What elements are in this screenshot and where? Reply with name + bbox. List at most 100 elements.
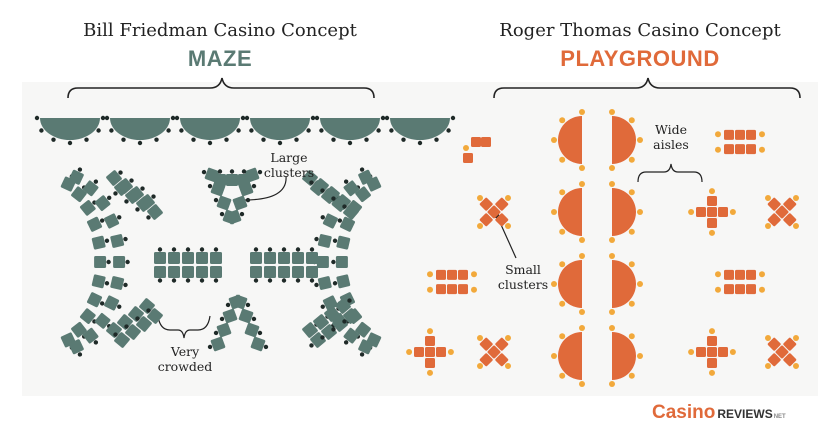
slot-machine <box>317 276 332 290</box>
game-machine <box>767 337 781 351</box>
machine-seat <box>314 282 319 288</box>
maze-machine <box>232 195 251 211</box>
machine-chair <box>729 209 736 215</box>
half-round-table <box>110 118 170 140</box>
maze-machine <box>306 266 318 283</box>
machine-seat <box>331 196 336 201</box>
slot-machine <box>316 256 329 268</box>
half-round-table <box>40 118 100 140</box>
table-seat <box>174 115 180 121</box>
machine-chair <box>759 131 765 138</box>
slot-machine <box>336 274 351 289</box>
machine-chair <box>476 334 483 341</box>
table-seat <box>166 128 171 133</box>
maze-machine <box>110 234 128 248</box>
left-title: Bill Friedman Casino Concept <box>83 20 357 41</box>
maze-machine <box>314 276 332 290</box>
table-seat <box>121 137 126 142</box>
machine-chair <box>709 188 715 195</box>
slot-machine <box>302 322 318 338</box>
maze-machine <box>154 247 166 264</box>
machine-chair <box>447 349 454 355</box>
machine-chair <box>471 271 477 278</box>
maze-machine <box>82 327 99 345</box>
machine-seat <box>267 247 273 252</box>
machine-seat <box>123 282 128 288</box>
table-seat <box>319 128 324 133</box>
machine-chair <box>609 381 615 387</box>
game-machine <box>746 129 756 140</box>
machine-chair <box>551 281 557 287</box>
slot-machine <box>104 295 120 311</box>
game-machine <box>495 213 509 227</box>
machine-seat <box>213 197 219 203</box>
playground-table-left-1 <box>551 109 585 171</box>
game-machine <box>425 336 435 346</box>
table-seat <box>450 115 456 121</box>
slot-machine <box>82 327 99 344</box>
maze-machine <box>238 169 250 186</box>
machine-seat <box>295 278 301 283</box>
machine-chair <box>609 237 615 243</box>
machine-chair <box>559 156 566 163</box>
maze-machine <box>250 247 262 264</box>
table-seat <box>170 115 176 121</box>
slot-machine <box>238 308 254 324</box>
game-machine <box>495 353 509 367</box>
maze-table-2 <box>104 115 176 146</box>
machine-chair <box>764 223 771 230</box>
game-machine <box>775 205 789 219</box>
slot-machine <box>250 252 262 264</box>
machine-chair <box>628 189 635 196</box>
slot-machine <box>210 252 222 264</box>
right-title: Roger Thomas Casino Concept <box>499 20 781 41</box>
machine-seat <box>104 281 110 286</box>
machine-seat <box>342 204 347 209</box>
game-machine <box>436 269 446 280</box>
maze-machine <box>182 266 194 283</box>
machine-seat <box>241 169 247 174</box>
game-machine <box>458 284 468 295</box>
small-clusters-line2: clusters <box>497 277 549 292</box>
half-round-table <box>558 188 582 236</box>
slot-machine <box>106 170 122 186</box>
table-seat <box>34 115 40 121</box>
wide-aisles-note: Wide aisles <box>636 122 706 152</box>
small-cluster-x3 <box>764 194 800 230</box>
machine-seat <box>117 304 122 309</box>
table-seat <box>364 137 369 142</box>
slot-machine <box>343 204 359 220</box>
logo-tld: NET <box>773 414 786 420</box>
machine-chair <box>628 333 635 340</box>
machine-chair <box>579 109 585 115</box>
machine-seat <box>239 211 245 217</box>
table-seat <box>236 128 241 133</box>
machine-seat <box>309 343 314 348</box>
slot-machine <box>302 170 318 186</box>
machine-seat <box>207 344 213 350</box>
machine-seat <box>146 308 151 313</box>
machine-chair <box>628 300 635 307</box>
machine-chair <box>637 353 643 359</box>
maze-machine <box>292 247 304 264</box>
slot-machine <box>210 336 226 352</box>
game-machine <box>425 358 435 368</box>
machine-seat <box>253 247 259 252</box>
machine-seat <box>331 327 336 332</box>
machine-seat <box>185 278 191 283</box>
machine-seat <box>245 302 251 308</box>
slot-machine <box>355 186 371 203</box>
game-machine <box>479 213 493 227</box>
slot-machine <box>313 314 329 330</box>
table-seat <box>294 137 299 142</box>
slot-machine <box>117 178 133 194</box>
slot-machine <box>106 322 122 338</box>
slot-machine <box>110 276 125 290</box>
machine-chair <box>609 253 615 259</box>
game-machine <box>479 353 493 367</box>
maze-machine <box>182 247 194 264</box>
table-seat <box>137 140 143 146</box>
maze-machine <box>104 295 122 311</box>
maze-machine <box>196 266 208 283</box>
machine-chair <box>559 228 566 235</box>
